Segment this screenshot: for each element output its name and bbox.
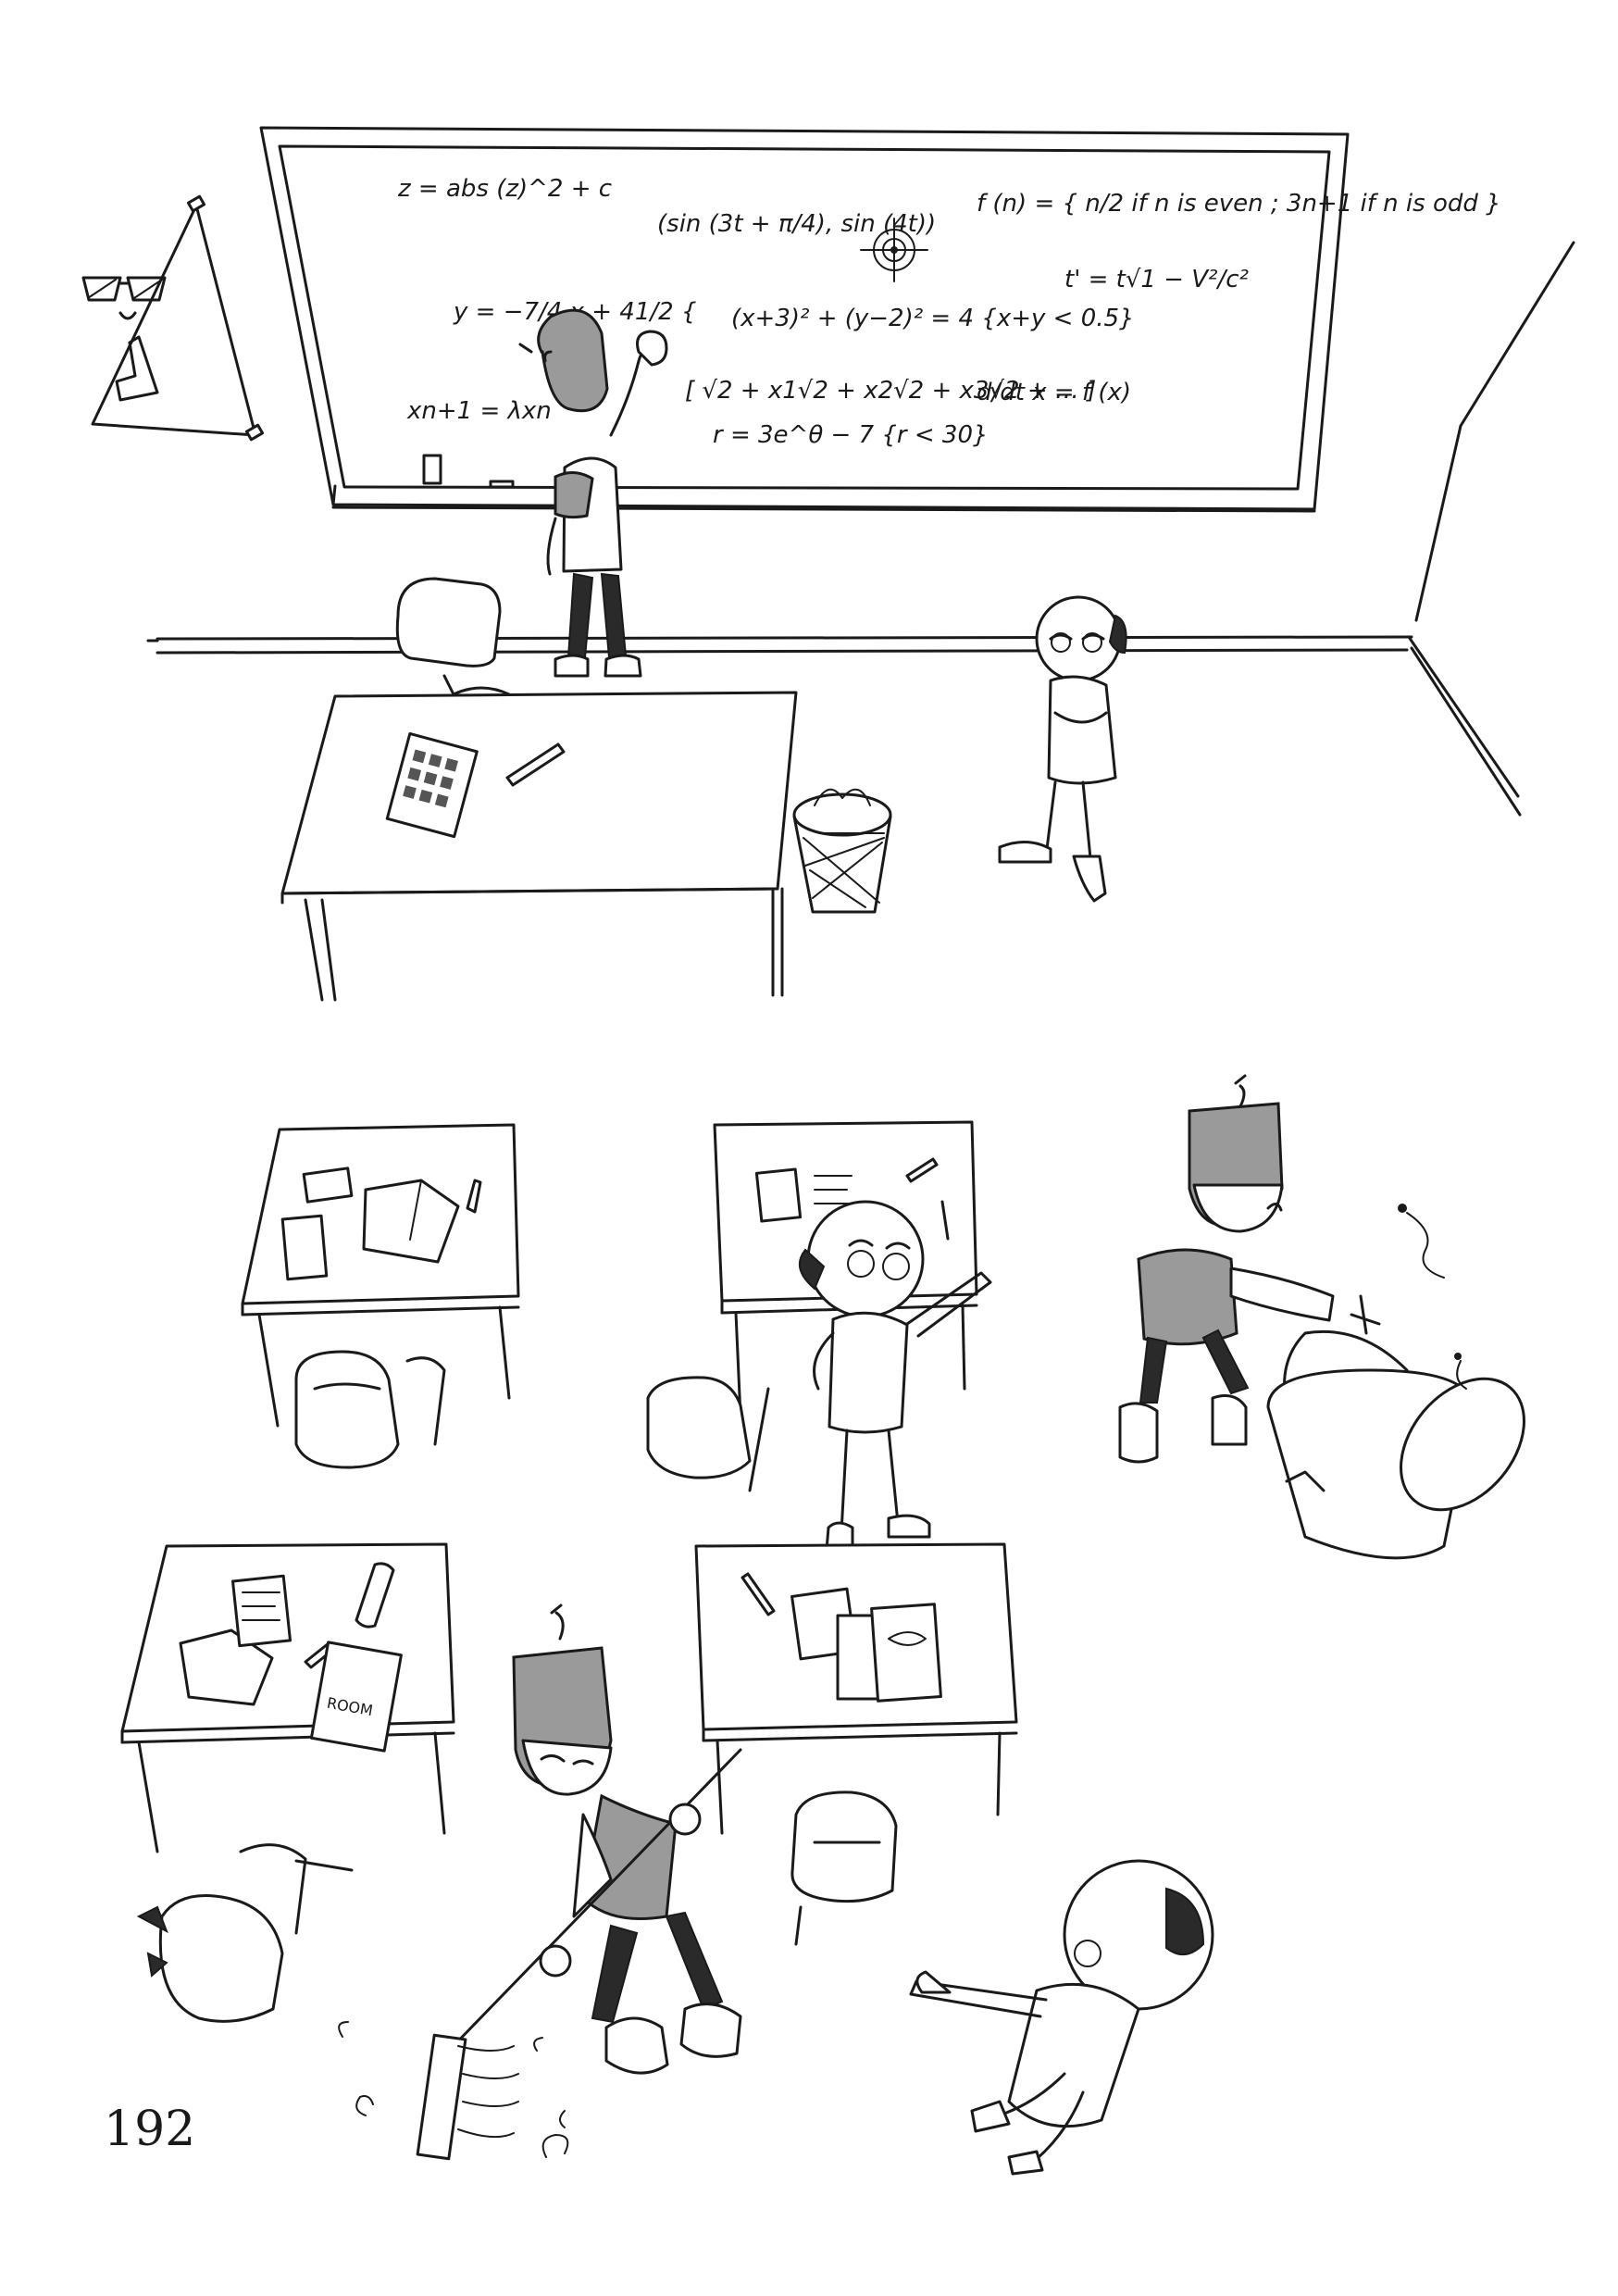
equation-circle: (x+3)² + (y−2)² = 4 {x+y < 0.5} xyxy=(731,305,1135,332)
equation-collatz: f (n) = { n/2 if n is even ; 3n+1 if n i… xyxy=(977,190,1501,218)
student-desk-1 xyxy=(241,1123,520,1428)
blackboard-equations: z = abs (z)^2 + c (sin (3t + π/4), sin (… xyxy=(397,175,1501,449)
boy-with-trash-bag xyxy=(1118,1074,1525,1560)
boy-sweeping xyxy=(338,1603,742,2161)
wastebasket xyxy=(792,788,892,914)
student-desk-4 xyxy=(694,1542,1018,1835)
bald-boy-pointing-bottom xyxy=(909,1859,1214,2176)
backpack-2 xyxy=(646,1376,770,1492)
blackboard xyxy=(259,126,1350,513)
equation-z: z = abs (z)^2 + c xyxy=(397,175,612,203)
bald-boy-pointing xyxy=(798,1200,992,1552)
teacher-desk xyxy=(280,691,798,1002)
grid-puzzle-sheet xyxy=(385,731,479,839)
bald-boy-standing xyxy=(998,595,1127,903)
wall-poster xyxy=(81,194,265,442)
messy-backpack xyxy=(136,1843,354,2023)
pen-icon xyxy=(505,742,566,787)
spiral-drawing xyxy=(860,218,928,282)
trash-can xyxy=(1266,1368,1525,1560)
equation-nested-root: [ √2 + x1√2 + x2√2 + x3√2 + … ] xyxy=(685,377,1096,405)
room-lines xyxy=(146,241,1575,817)
backpack-1 xyxy=(294,1350,446,1469)
page-number: 192 xyxy=(104,2102,196,2157)
equation-lissajous: (sin (3t + π/4), sin (4t)) xyxy=(657,210,936,238)
sunglasses-face-icon xyxy=(81,276,167,402)
fly-icon xyxy=(1398,1204,1467,1390)
student-desk-3: ROOM xyxy=(120,1542,455,1853)
equation-spiral: r = 3e^θ − 7 {r < 30} xyxy=(713,421,989,449)
equation-logistic: xn+1 = λxn xyxy=(406,397,552,425)
teacher-chair xyxy=(395,577,511,696)
backpack-3 xyxy=(790,1791,898,1946)
room-sheet: ROOM xyxy=(309,1641,403,1753)
student-erasing-board xyxy=(518,308,668,678)
equation-ode: d/dt x = f (x) xyxy=(977,379,1131,406)
equation-relativity: t' = t√1 − V²/c² xyxy=(1064,266,1249,293)
